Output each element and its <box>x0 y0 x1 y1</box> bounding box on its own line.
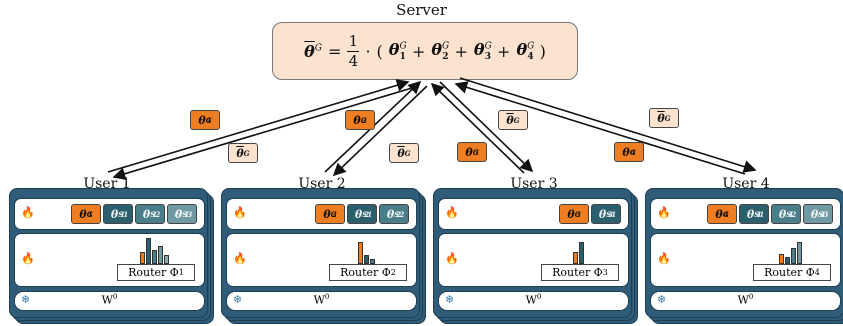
arrow-up-user1 <box>107 79 410 173</box>
flame-icon: 🔥 <box>233 206 247 219</box>
router-weight-bar <box>164 255 169 264</box>
flame-icon: 🔥 <box>445 206 459 219</box>
formula-plus: + <box>411 41 426 61</box>
router-weight-bar <box>797 242 802 264</box>
flame-icon: 🔥 <box>21 252 35 265</box>
router-weight-bar <box>364 255 369 264</box>
formula-dot: · <box>365 41 371 61</box>
frozen-backbone-row: ❄ W0 <box>650 291 841 311</box>
arrow-down-user1 <box>112 87 413 180</box>
router-weight-bar <box>146 238 151 264</box>
formula-close-paren: ) <box>539 41 546 61</box>
snowflake-icon: ❄ <box>21 293 31 306</box>
arrow-down-user3 <box>439 81 534 173</box>
flame-icon: 🔥 <box>657 252 671 265</box>
frozen-backbone-row: ❄ W0 <box>226 291 417 311</box>
formula-term: θG1 <box>388 39 407 63</box>
frozen-weights-label: W0 <box>525 293 542 307</box>
formula-plus: + <box>454 41 468 61</box>
frozen-backbone-row: ❄ W0 <box>438 291 629 311</box>
frozen-weights-label: W0 <box>101 293 118 307</box>
arrow-up-user3 <box>430 82 525 174</box>
server-title: Server <box>396 1 447 19</box>
formula-plus: + <box>497 41 511 61</box>
frozen-weights-label: W0 <box>737 293 754 307</box>
formula-term: θG4 <box>516 39 535 63</box>
snowflake-icon: ❄ <box>233 293 243 306</box>
router-weight-bar <box>140 252 145 264</box>
formula-equals: = <box>328 41 342 61</box>
router-weight-bar <box>579 242 584 264</box>
formula-term: θG3 <box>473 39 492 63</box>
router-weight-bar <box>358 242 363 264</box>
router-weight-bar <box>152 250 157 264</box>
formula-term: θG2 <box>431 39 450 63</box>
router-weight-bar <box>158 246 163 264</box>
frozen-backbone-row: ❄ W0 <box>14 291 205 311</box>
formula-open-paren: ( <box>376 41 383 61</box>
flame-icon: 🔥 <box>445 252 459 265</box>
flame-icon: 🔥 <box>233 252 247 265</box>
formula-lhs: θG <box>304 41 323 61</box>
snowflake-icon: ❄ <box>657 293 667 306</box>
arrow-down-user2 <box>332 85 428 177</box>
frozen-weights-label: W0 <box>313 293 330 307</box>
router-weight-bar <box>791 248 796 264</box>
arrow-up-user4 <box>454 81 746 175</box>
router-weight-bar <box>370 259 375 264</box>
flame-icon: 🔥 <box>21 206 35 219</box>
flame-icon: 🔥 <box>657 206 671 219</box>
router-weight-bar <box>779 254 784 264</box>
snowflake-icon: ❄ <box>445 293 455 306</box>
router-weight-bar <box>785 257 790 264</box>
arrow-down-user4 <box>459 77 757 173</box>
router-weight-bar <box>573 252 578 264</box>
